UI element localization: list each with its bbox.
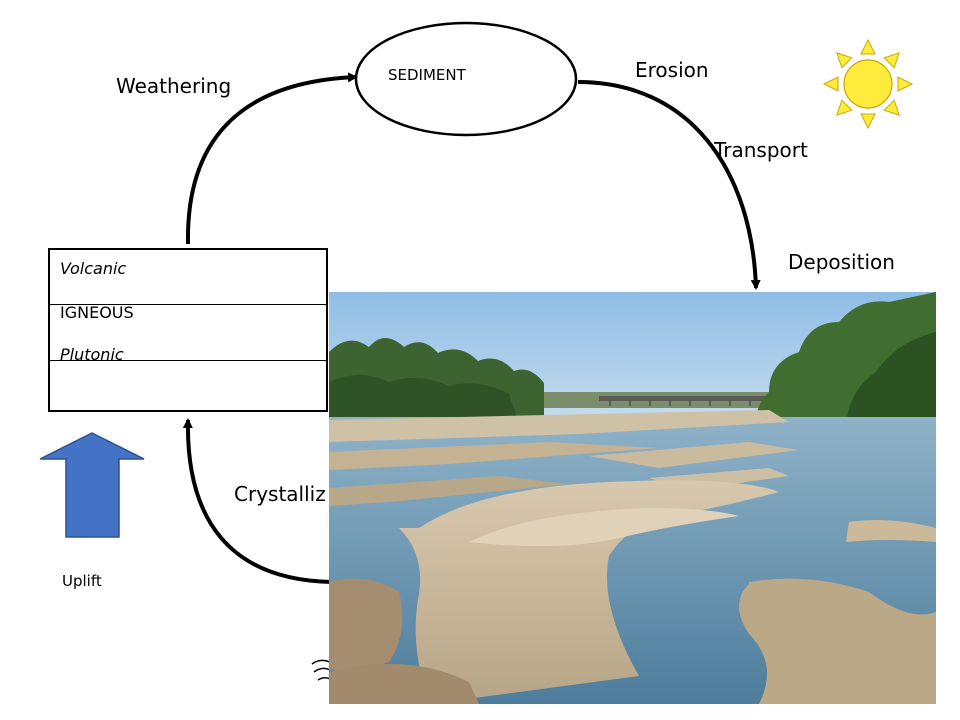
- sun-icon: [822, 38, 914, 130]
- sun-ray: [836, 99, 853, 116]
- weathering-label: Weathering: [116, 74, 232, 98]
- sediment-ellipse: [354, 21, 578, 137]
- igneous-label: IGNEOUS: [60, 303, 134, 322]
- crystallization-arrow: [182, 418, 333, 584]
- uplift-arrow-icon: [39, 432, 145, 538]
- sun-disc: [843, 59, 893, 109]
- erosion-label: Erosion: [635, 58, 709, 82]
- sun-ray: [836, 52, 853, 69]
- plutonic-label: Plutonic: [60, 345, 124, 364]
- sun-ray: [883, 52, 900, 69]
- divider: [50, 360, 326, 361]
- sun-ray: [897, 76, 914, 92]
- weathering-arrow: [185, 72, 358, 245]
- deposition-label: Deposition: [788, 250, 895, 274]
- heat-marks-icon: [311, 659, 331, 681]
- sun-ray: [883, 99, 900, 116]
- uplift-label: Uplift: [62, 572, 102, 590]
- erosion-transport-arrow: [577, 80, 761, 290]
- igneous-rock-box: Volcanic IGNEOUS Plutonic: [48, 248, 328, 412]
- sun-ray: [822, 76, 839, 92]
- volcanic-label: Volcanic: [60, 259, 127, 278]
- river-sandbar-photo: [329, 292, 936, 704]
- crystallization-label: Crystalliz: [234, 482, 326, 506]
- transport-label: Transport: [714, 138, 808, 162]
- divider: [50, 304, 326, 305]
- sun-ray: [860, 113, 876, 130]
- sun-ray: [860, 38, 876, 55]
- sediment-label: SEDIMENT: [388, 66, 466, 84]
